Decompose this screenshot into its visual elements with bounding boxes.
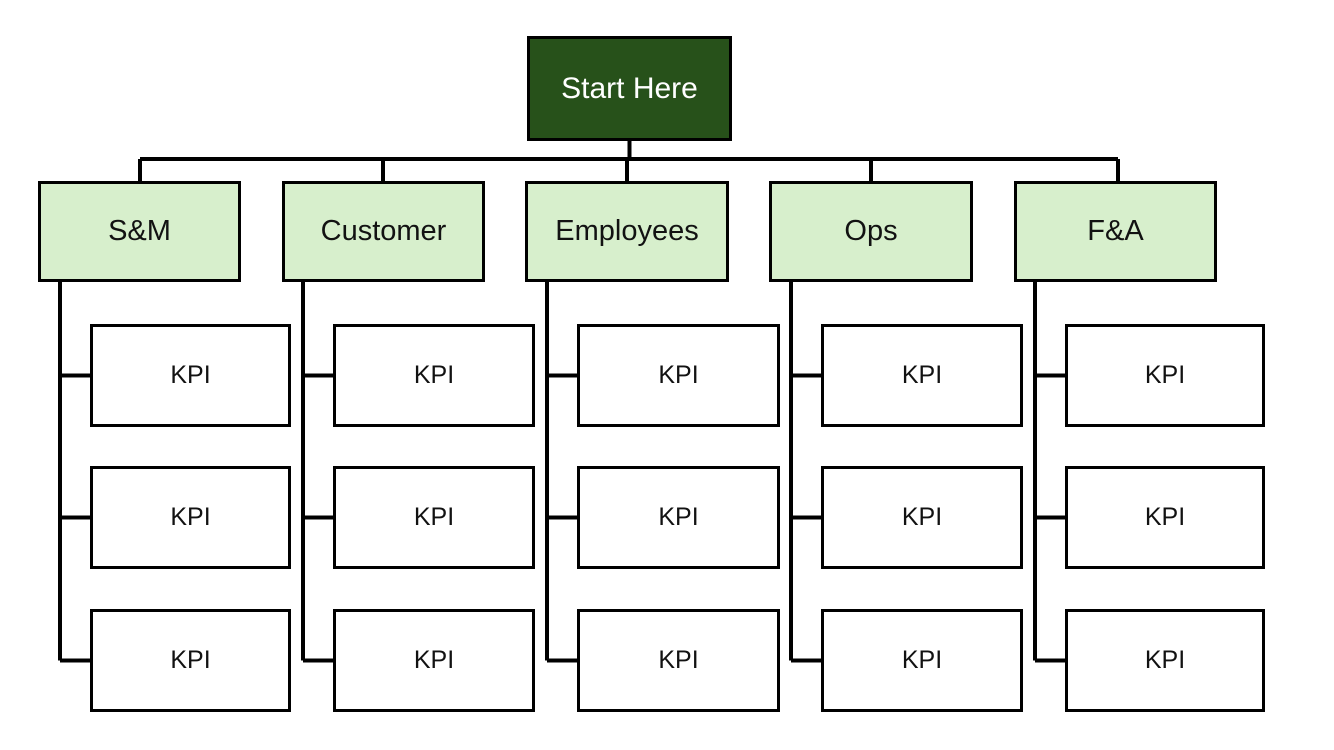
node-kpi[interactable]: KPI <box>333 466 535 569</box>
node-kpi-label: KPI <box>901 645 943 674</box>
node-category-f-a[interactable]: F&A <box>1014 181 1217 282</box>
node-category-ops[interactable]: Ops <box>769 181 973 282</box>
node-category-label: F&A <box>1087 214 1144 247</box>
node-kpi[interactable]: KPI <box>1065 324 1265 427</box>
node-kpi[interactable]: KPI <box>577 466 780 569</box>
node-kpi-label: KPI <box>901 502 943 531</box>
node-start-here[interactable]: Start Here <box>527 36 732 141</box>
node-category-label: Employees <box>555 214 699 247</box>
node-kpi-label: KPI <box>170 645 211 674</box>
node-kpi[interactable]: KPI <box>90 609 291 712</box>
node-kpi[interactable]: KPI <box>333 609 535 712</box>
node-kpi-label: KPI <box>1144 360 1186 389</box>
node-start-here-label: Start Here <box>561 72 698 105</box>
node-category-label: S&M <box>108 214 171 247</box>
node-category-label: Ops <box>844 214 898 247</box>
node-category-s-m[interactable]: S&M <box>38 181 241 282</box>
node-category-customer[interactable]: Customer <box>282 181 485 282</box>
node-kpi-label: KPI <box>658 502 699 531</box>
node-kpi-label: KPI <box>170 360 211 389</box>
node-kpi-label: KPI <box>1144 645 1186 674</box>
node-kpi[interactable]: KPI <box>821 466 1023 569</box>
node-kpi-label: KPI <box>658 360 699 389</box>
node-kpi-label: KPI <box>170 502 211 531</box>
node-kpi-label: KPI <box>413 645 455 674</box>
node-kpi[interactable]: KPI <box>1065 466 1265 569</box>
node-kpi[interactable]: KPI <box>577 324 780 427</box>
node-category-label: Customer <box>320 214 447 247</box>
node-kpi-label: KPI <box>413 360 455 389</box>
node-kpi[interactable]: KPI <box>333 324 535 427</box>
node-kpi[interactable]: KPI <box>90 466 291 569</box>
node-kpi[interactable]: KPI <box>821 324 1023 427</box>
node-kpi[interactable]: KPI <box>1065 609 1265 712</box>
node-kpi[interactable]: KPI <box>577 609 780 712</box>
node-kpi-label: KPI <box>1144 502 1186 531</box>
node-kpi-label: KPI <box>658 645 699 674</box>
node-kpi[interactable]: KPI <box>90 324 291 427</box>
node-kpi-label: KPI <box>901 360 943 389</box>
node-category-employees[interactable]: Employees <box>525 181 729 282</box>
node-kpi[interactable]: KPI <box>821 609 1023 712</box>
node-kpi-label: KPI <box>413 502 455 531</box>
